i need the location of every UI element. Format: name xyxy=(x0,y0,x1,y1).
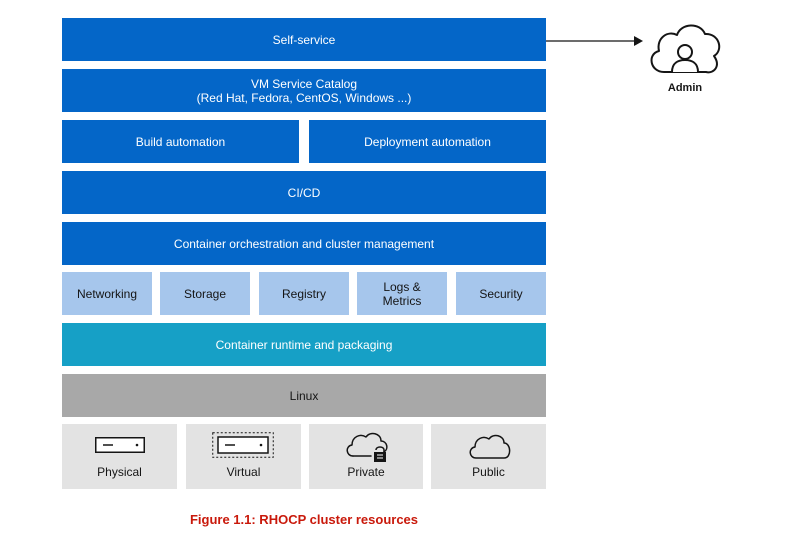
service-logs-metrics: Logs & Metrics xyxy=(357,272,447,315)
vm-service-catalog-label: VM Service Catalog (Red Hat, Fedora, Cen… xyxy=(196,76,412,105)
orchestration-label: Container orchestration and cluster mana… xyxy=(173,236,435,251)
private-cloud-icon xyxy=(346,432,388,462)
public-cloud-icon xyxy=(469,434,511,459)
self-service-layer: Self-service xyxy=(62,18,546,61)
infra-label: Private xyxy=(347,465,385,479)
infra-label: Public xyxy=(472,465,505,479)
virtual-server-icon xyxy=(212,432,274,458)
vm-service-catalog-layer: VM Service Catalog (Red Hat, Fedora, Cen… xyxy=(62,69,546,112)
orchestration-layer: Container orchestration and cluster mana… xyxy=(62,222,546,265)
build-automation-label: Build automation xyxy=(135,134,226,149)
build-automation-layer: Build automation xyxy=(62,120,299,163)
service-security: Security xyxy=(456,272,546,315)
linux-layer: Linux xyxy=(62,374,546,417)
service-registry: Registry xyxy=(259,272,349,315)
deployment-automation-label: Deployment automation xyxy=(364,134,491,149)
infra-label: Physical xyxy=(97,465,142,479)
infra-private: Private xyxy=(309,424,423,489)
container-runtime-label: Container runtime and packaging xyxy=(215,337,393,352)
service-label: Security xyxy=(479,286,523,301)
figure-caption: Figure 1.1: RHOCP cluster resources xyxy=(189,512,419,527)
service-label: Registry xyxy=(281,286,326,301)
infra-public: Public xyxy=(431,424,546,489)
cicd-layer: CI/CD xyxy=(62,171,546,214)
service-networking: Networking xyxy=(62,272,152,315)
infra-physical: Physical xyxy=(62,424,177,489)
service-label: Logs & Metrics xyxy=(382,279,422,308)
container-runtime-layer: Container runtime and packaging xyxy=(62,323,546,366)
infra-label: Virtual xyxy=(226,465,261,479)
linux-label: Linux xyxy=(289,388,319,403)
deployment-automation-layer: Deployment automation xyxy=(309,120,546,163)
service-storage: Storage xyxy=(160,272,250,315)
physical-server-icon xyxy=(95,437,145,453)
arrow-to-admin xyxy=(546,36,643,46)
infra-virtual: Virtual xyxy=(186,424,301,489)
cicd-label: CI/CD xyxy=(287,185,321,200)
admin-label: Admin xyxy=(667,82,703,94)
admin-cloud-user-icon xyxy=(650,24,721,74)
self-service-label: Self-service xyxy=(272,32,336,47)
service-label: Networking xyxy=(76,286,138,301)
service-label: Storage xyxy=(183,286,227,301)
